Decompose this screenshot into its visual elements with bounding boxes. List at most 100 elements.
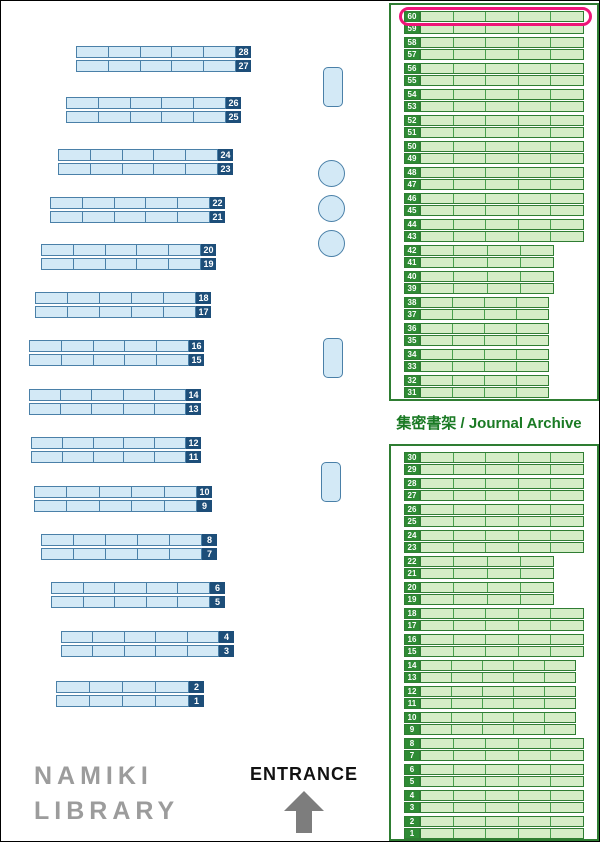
shelf-cell bbox=[486, 595, 520, 604]
archive-shelf-row-60[interactable]: 60 bbox=[399, 7, 592, 26]
archive-shelf-row-14[interactable]: 14 bbox=[404, 660, 576, 671]
archive-shelf-row-10[interactable]: 10 bbox=[404, 712, 576, 723]
shelf-number-label: 36 bbox=[404, 323, 420, 334]
archive-shelf-row-49[interactable]: 49 bbox=[404, 153, 584, 164]
archive-shelf-row-55[interactable]: 55 bbox=[404, 75, 584, 86]
bookshelf-row-22[interactable]: 22 bbox=[50, 197, 225, 209]
archive-shelf-row-50[interactable]: 50 bbox=[404, 141, 584, 152]
archive-shelf-row-57[interactable]: 57 bbox=[404, 49, 584, 60]
archive-shelf-row-28[interactable]: 28 bbox=[404, 478, 584, 489]
shelf-cell bbox=[485, 635, 518, 644]
shelf-number-label: 2 bbox=[404, 816, 420, 827]
archive-shelf-row-54[interactable]: 54 bbox=[404, 89, 584, 100]
archive-shelf-row-56[interactable]: 56 bbox=[404, 63, 584, 74]
archive-shelf-row-6[interactable]: 6 bbox=[404, 764, 584, 775]
archive-shelf-row-12[interactable]: 12 bbox=[404, 686, 576, 697]
archive-shelf-row-3[interactable]: 3 bbox=[404, 802, 584, 813]
shelf-number-label: 1 bbox=[189, 695, 204, 707]
archive-shelf-row-11[interactable]: 11 bbox=[404, 698, 576, 709]
bookshelf-row-18[interactable]: 18 bbox=[35, 292, 211, 304]
bookshelf-row-21[interactable]: 21 bbox=[50, 211, 225, 223]
bookshelf-row-23[interactable]: 23 bbox=[58, 163, 233, 175]
archive-shelf-row-17[interactable]: 17 bbox=[404, 620, 584, 631]
bookshelf-row-27[interactable]: 27 bbox=[76, 60, 251, 72]
bookshelf-row-10[interactable]: 10 bbox=[34, 486, 212, 498]
archive-shelf-row-53[interactable]: 53 bbox=[404, 101, 584, 112]
bookshelf-row-3[interactable]: 3 bbox=[61, 645, 234, 657]
archive-shelf-row-1[interactable]: 1 bbox=[404, 828, 584, 839]
archive-shelf-row-47[interactable]: 47 bbox=[404, 179, 584, 190]
bookshelf-row-15[interactable]: 15 bbox=[29, 354, 204, 366]
archive-shelf-row-30[interactable]: 30 bbox=[404, 452, 584, 463]
archive-shelf-row-48[interactable]: 48 bbox=[404, 167, 584, 178]
bookshelf-row-2[interactable]: 2 bbox=[56, 681, 204, 693]
shelf-cell bbox=[154, 438, 185, 448]
archive-shelf-row-13[interactable]: 13 bbox=[404, 672, 576, 683]
bookshelf-row-7[interactable]: 7 bbox=[41, 548, 217, 560]
archive-shelf-row-18[interactable]: 18 bbox=[404, 608, 584, 619]
bookshelf-row-16[interactable]: 16 bbox=[29, 340, 204, 352]
archive-shelf-row-22[interactable]: 22 bbox=[404, 556, 554, 567]
bookshelf-row-17[interactable]: 17 bbox=[35, 306, 211, 318]
shelf-cell bbox=[517, 491, 551, 500]
bookshelf-row-13[interactable]: 13 bbox=[29, 403, 201, 415]
archive-shelf-row-4[interactable]: 4 bbox=[404, 790, 584, 801]
archive-shelf-row-39[interactable]: 39 bbox=[404, 283, 554, 294]
archive-shelf-row-52[interactable]: 52 bbox=[404, 115, 584, 126]
archive-shelf-row-37[interactable]: 37 bbox=[404, 309, 549, 320]
archive-shelf-row-16[interactable]: 16 bbox=[404, 634, 584, 645]
shelf-cell bbox=[421, 557, 453, 566]
bookshelf-row-19[interactable]: 19 bbox=[41, 258, 216, 270]
archive-shelf-row-36[interactable]: 36 bbox=[404, 323, 549, 334]
archive-shelf-row-40[interactable]: 40 bbox=[404, 271, 554, 282]
archive-shelf-row-46[interactable]: 46 bbox=[404, 193, 584, 204]
bookshelf-row-9[interactable]: 9 bbox=[34, 500, 212, 512]
bookshelf-row-25[interactable]: 25 bbox=[66, 111, 241, 123]
archive-shelf-row-44[interactable]: 44 bbox=[404, 219, 584, 230]
bookshelf-row-14[interactable]: 14 bbox=[29, 389, 201, 401]
archive-shelf-row-32[interactable]: 32 bbox=[404, 375, 549, 386]
bookshelf-row-11[interactable]: 11 bbox=[31, 451, 201, 463]
bookshelf-row-28[interactable]: 28 bbox=[76, 46, 251, 58]
archive-shelf-row-33[interactable]: 33 bbox=[404, 361, 549, 372]
shelf-cell bbox=[421, 699, 451, 708]
bookshelf-row-1[interactable]: 1 bbox=[56, 695, 204, 707]
bookshelf-row-8[interactable]: 8 bbox=[41, 534, 217, 546]
bookshelf-row-26[interactable]: 26 bbox=[66, 97, 241, 109]
archive-shelf-row-34[interactable]: 34 bbox=[404, 349, 549, 360]
shelf-number-label: 38 bbox=[404, 297, 420, 308]
archive-shelf-row-31[interactable]: 31 bbox=[404, 387, 549, 398]
archive-shelf-row-38[interactable]: 38 bbox=[404, 297, 549, 308]
archive-shelf-row-29[interactable]: 29 bbox=[404, 464, 584, 475]
archive-shelf-row-9[interactable]: 9 bbox=[404, 724, 576, 735]
archive-shelf-row-26[interactable]: 26 bbox=[404, 504, 584, 515]
bookshelf-row-20[interactable]: 20 bbox=[41, 244, 216, 256]
archive-shelf-row-59[interactable]: 59 bbox=[404, 23, 584, 34]
archive-shelf-row-20[interactable]: 20 bbox=[404, 582, 554, 593]
archive-shelf-row-15[interactable]: 15 bbox=[404, 646, 584, 657]
shelf-cells bbox=[420, 75, 584, 86]
shelf-cell bbox=[136, 259, 168, 269]
archive-shelf-row-58[interactable]: 58 bbox=[404, 37, 584, 48]
archive-shelf-row-19[interactable]: 19 bbox=[404, 594, 554, 605]
archive-shelf-row-2[interactable]: 2 bbox=[404, 816, 584, 827]
archive-shelf-row-45[interactable]: 45 bbox=[404, 205, 584, 216]
archive-shelf-row-35[interactable]: 35 bbox=[404, 335, 549, 346]
bookshelf-row-24[interactable]: 24 bbox=[58, 149, 233, 161]
archive-shelf-row-42[interactable]: 42 bbox=[404, 245, 554, 256]
archive-shelf-row-24[interactable]: 24 bbox=[404, 530, 584, 541]
archive-shelf-row-8[interactable]: 8 bbox=[404, 738, 584, 749]
archive-shelf-row-21[interactable]: 21 bbox=[404, 568, 554, 579]
bookshelf-row-6[interactable]: 6 bbox=[51, 582, 225, 594]
archive-shelf-row-27[interactable]: 27 bbox=[404, 490, 584, 501]
bookshelf-row-12[interactable]: 12 bbox=[31, 437, 201, 449]
archive-shelf-row-25[interactable]: 25 bbox=[404, 516, 584, 527]
archive-shelf-row-23[interactable]: 23 bbox=[404, 542, 584, 553]
archive-shelf-row-51[interactable]: 51 bbox=[404, 127, 584, 138]
bookshelf-row-5[interactable]: 5 bbox=[51, 596, 225, 608]
archive-shelf-row-41[interactable]: 41 bbox=[404, 257, 554, 268]
archive-shelf-row-7[interactable]: 7 bbox=[404, 750, 584, 761]
archive-shelf-row-43[interactable]: 43 bbox=[404, 231, 584, 242]
archive-shelf-row-5[interactable]: 5 bbox=[404, 776, 584, 787]
bookshelf-row-4[interactable]: 4 bbox=[61, 631, 234, 643]
